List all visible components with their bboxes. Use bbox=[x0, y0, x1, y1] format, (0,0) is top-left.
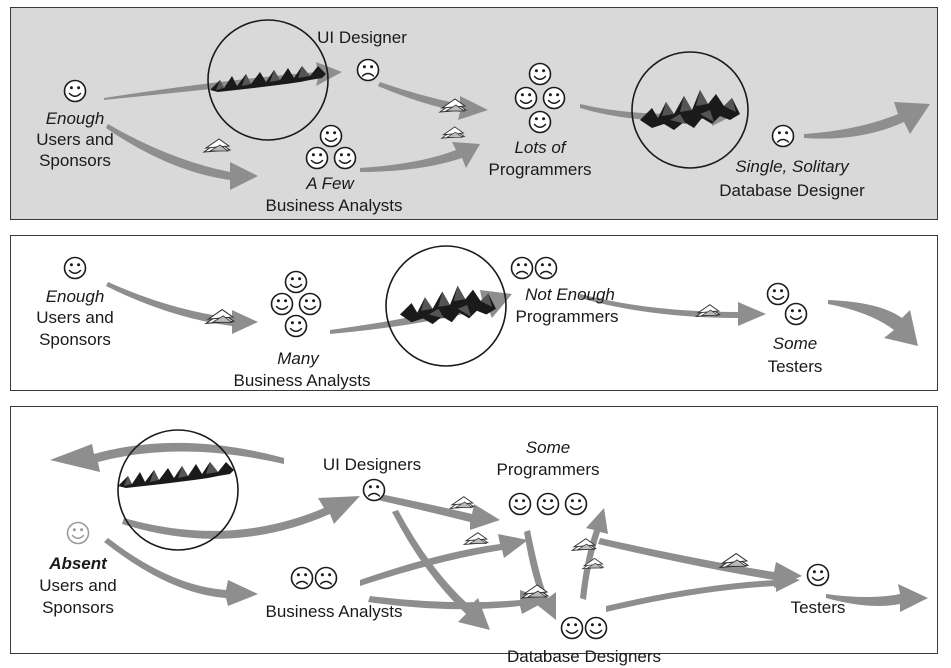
arrow-ui-designer-to-programmers bbox=[378, 82, 488, 120]
p2-testers-qualifier: Some bbox=[772, 334, 818, 353]
arrow-analysts-to-programmers bbox=[360, 534, 528, 586]
arrow-programmers-to-testers bbox=[580, 294, 766, 326]
arrow-users-to-ui-designer bbox=[104, 62, 342, 100]
arrow-ui-to-db-designers bbox=[392, 510, 490, 630]
p1-users-line2: Sponsors bbox=[39, 151, 111, 170]
arrow-ui-to-programmers bbox=[378, 494, 500, 530]
p2-analysts-qualifier: Many bbox=[277, 349, 319, 368]
p1-programmers-qualifier: Lots of bbox=[514, 138, 566, 157]
ridge-ui-bottleneck bbox=[210, 66, 326, 92]
circle-ui-bottleneck bbox=[117, 429, 239, 551]
panel-absent-users bbox=[10, 406, 938, 654]
smile-face-icon bbox=[305, 146, 329, 170]
smile-face-icon bbox=[514, 86, 538, 110]
arrow-db-up bbox=[580, 508, 608, 600]
p2-users-qualifier: Enough bbox=[45, 287, 105, 306]
smile-face-icon bbox=[528, 110, 552, 134]
p2-testers-label: Testers bbox=[767, 357, 823, 376]
p2-users-line2: Sponsors bbox=[39, 330, 111, 349]
frown-face-icon bbox=[771, 124, 795, 148]
smile-face-icon bbox=[319, 124, 343, 148]
p3-testers-label: Testers bbox=[790, 598, 846, 617]
arrow-programmers-down bbox=[524, 530, 556, 620]
smile-face-icon bbox=[542, 86, 566, 110]
p1-users-line1: Users and bbox=[36, 130, 114, 149]
p1-users-qualifier: Enough bbox=[45, 109, 105, 128]
p1-programmers-label: Programmers bbox=[488, 160, 592, 179]
p3-users-qualifier: Absent bbox=[49, 554, 107, 573]
doc-icon bbox=[203, 138, 231, 153]
arrow-programmers-to-db bbox=[580, 104, 736, 126]
p2-analysts-label: Business Analysts bbox=[233, 371, 371, 390]
frown-face-icon bbox=[356, 58, 380, 82]
arrow-users-to-ui-designers bbox=[122, 496, 360, 539]
doc-icon bbox=[441, 126, 465, 139]
smile-face-icon bbox=[63, 79, 87, 103]
arrow-db-to-next bbox=[804, 102, 930, 139]
panel3-obstacles bbox=[117, 429, 239, 551]
p3-ui-designers-label: UI Designers bbox=[322, 455, 422, 474]
p3-programmers-qualifier: Some bbox=[525, 438, 571, 457]
arrow-db-to-testers bbox=[606, 572, 800, 612]
arrow-programmers-to-testers bbox=[598, 538, 802, 588]
arrow-testers-to-next bbox=[828, 300, 918, 346]
p3-users-line2: Sponsors bbox=[42, 598, 114, 617]
cluster-db-bottleneck bbox=[640, 90, 740, 130]
arrow-back-to-absent-users bbox=[50, 442, 284, 472]
p2-users-line1: Users and bbox=[36, 308, 114, 327]
p1-ui-designer-label: UI Designer bbox=[317, 28, 407, 47]
p1-analysts-qualifier: A Few bbox=[306, 174, 354, 193]
p2-programmers-qualifier: Not Enough bbox=[525, 285, 615, 304]
panel-not-enough-programmers bbox=[10, 235, 938, 391]
circle-ui-bottleneck bbox=[207, 19, 329, 141]
arrow-analysts-to-db-designers bbox=[368, 590, 548, 614]
p3-db-designers-label: Database Designers bbox=[506, 647, 662, 666]
circle-programmer-bottleneck bbox=[385, 245, 507, 367]
panel3-arrows bbox=[50, 442, 928, 630]
smile-face-icon bbox=[333, 146, 357, 170]
arrow-analysts-to-programmers bbox=[330, 290, 512, 334]
p1-analysts-label: Business Analysts bbox=[265, 196, 403, 215]
smile-face-icon bbox=[528, 62, 552, 86]
arrow-users-to-analysts bbox=[106, 124, 258, 190]
p3-analysts-label: Business Analysts bbox=[265, 602, 403, 621]
p1-db-qualifier: Single, Solitary bbox=[735, 157, 849, 176]
circle-db-bottleneck bbox=[631, 51, 749, 169]
arrow-analysts-to-programmers bbox=[360, 142, 480, 172]
p3-programmers-label: Programmers bbox=[496, 460, 600, 479]
p2-programmers-label: Programmers bbox=[515, 307, 619, 326]
panel2-obstacles bbox=[385, 245, 507, 367]
p3-users-line1: Users and bbox=[39, 576, 117, 595]
arrow-testers-to-next bbox=[826, 584, 928, 612]
arrow-users-to-analysts bbox=[104, 538, 258, 606]
panel1-obstacles bbox=[207, 19, 749, 169]
p1-db-label: Database Designer bbox=[719, 181, 865, 200]
